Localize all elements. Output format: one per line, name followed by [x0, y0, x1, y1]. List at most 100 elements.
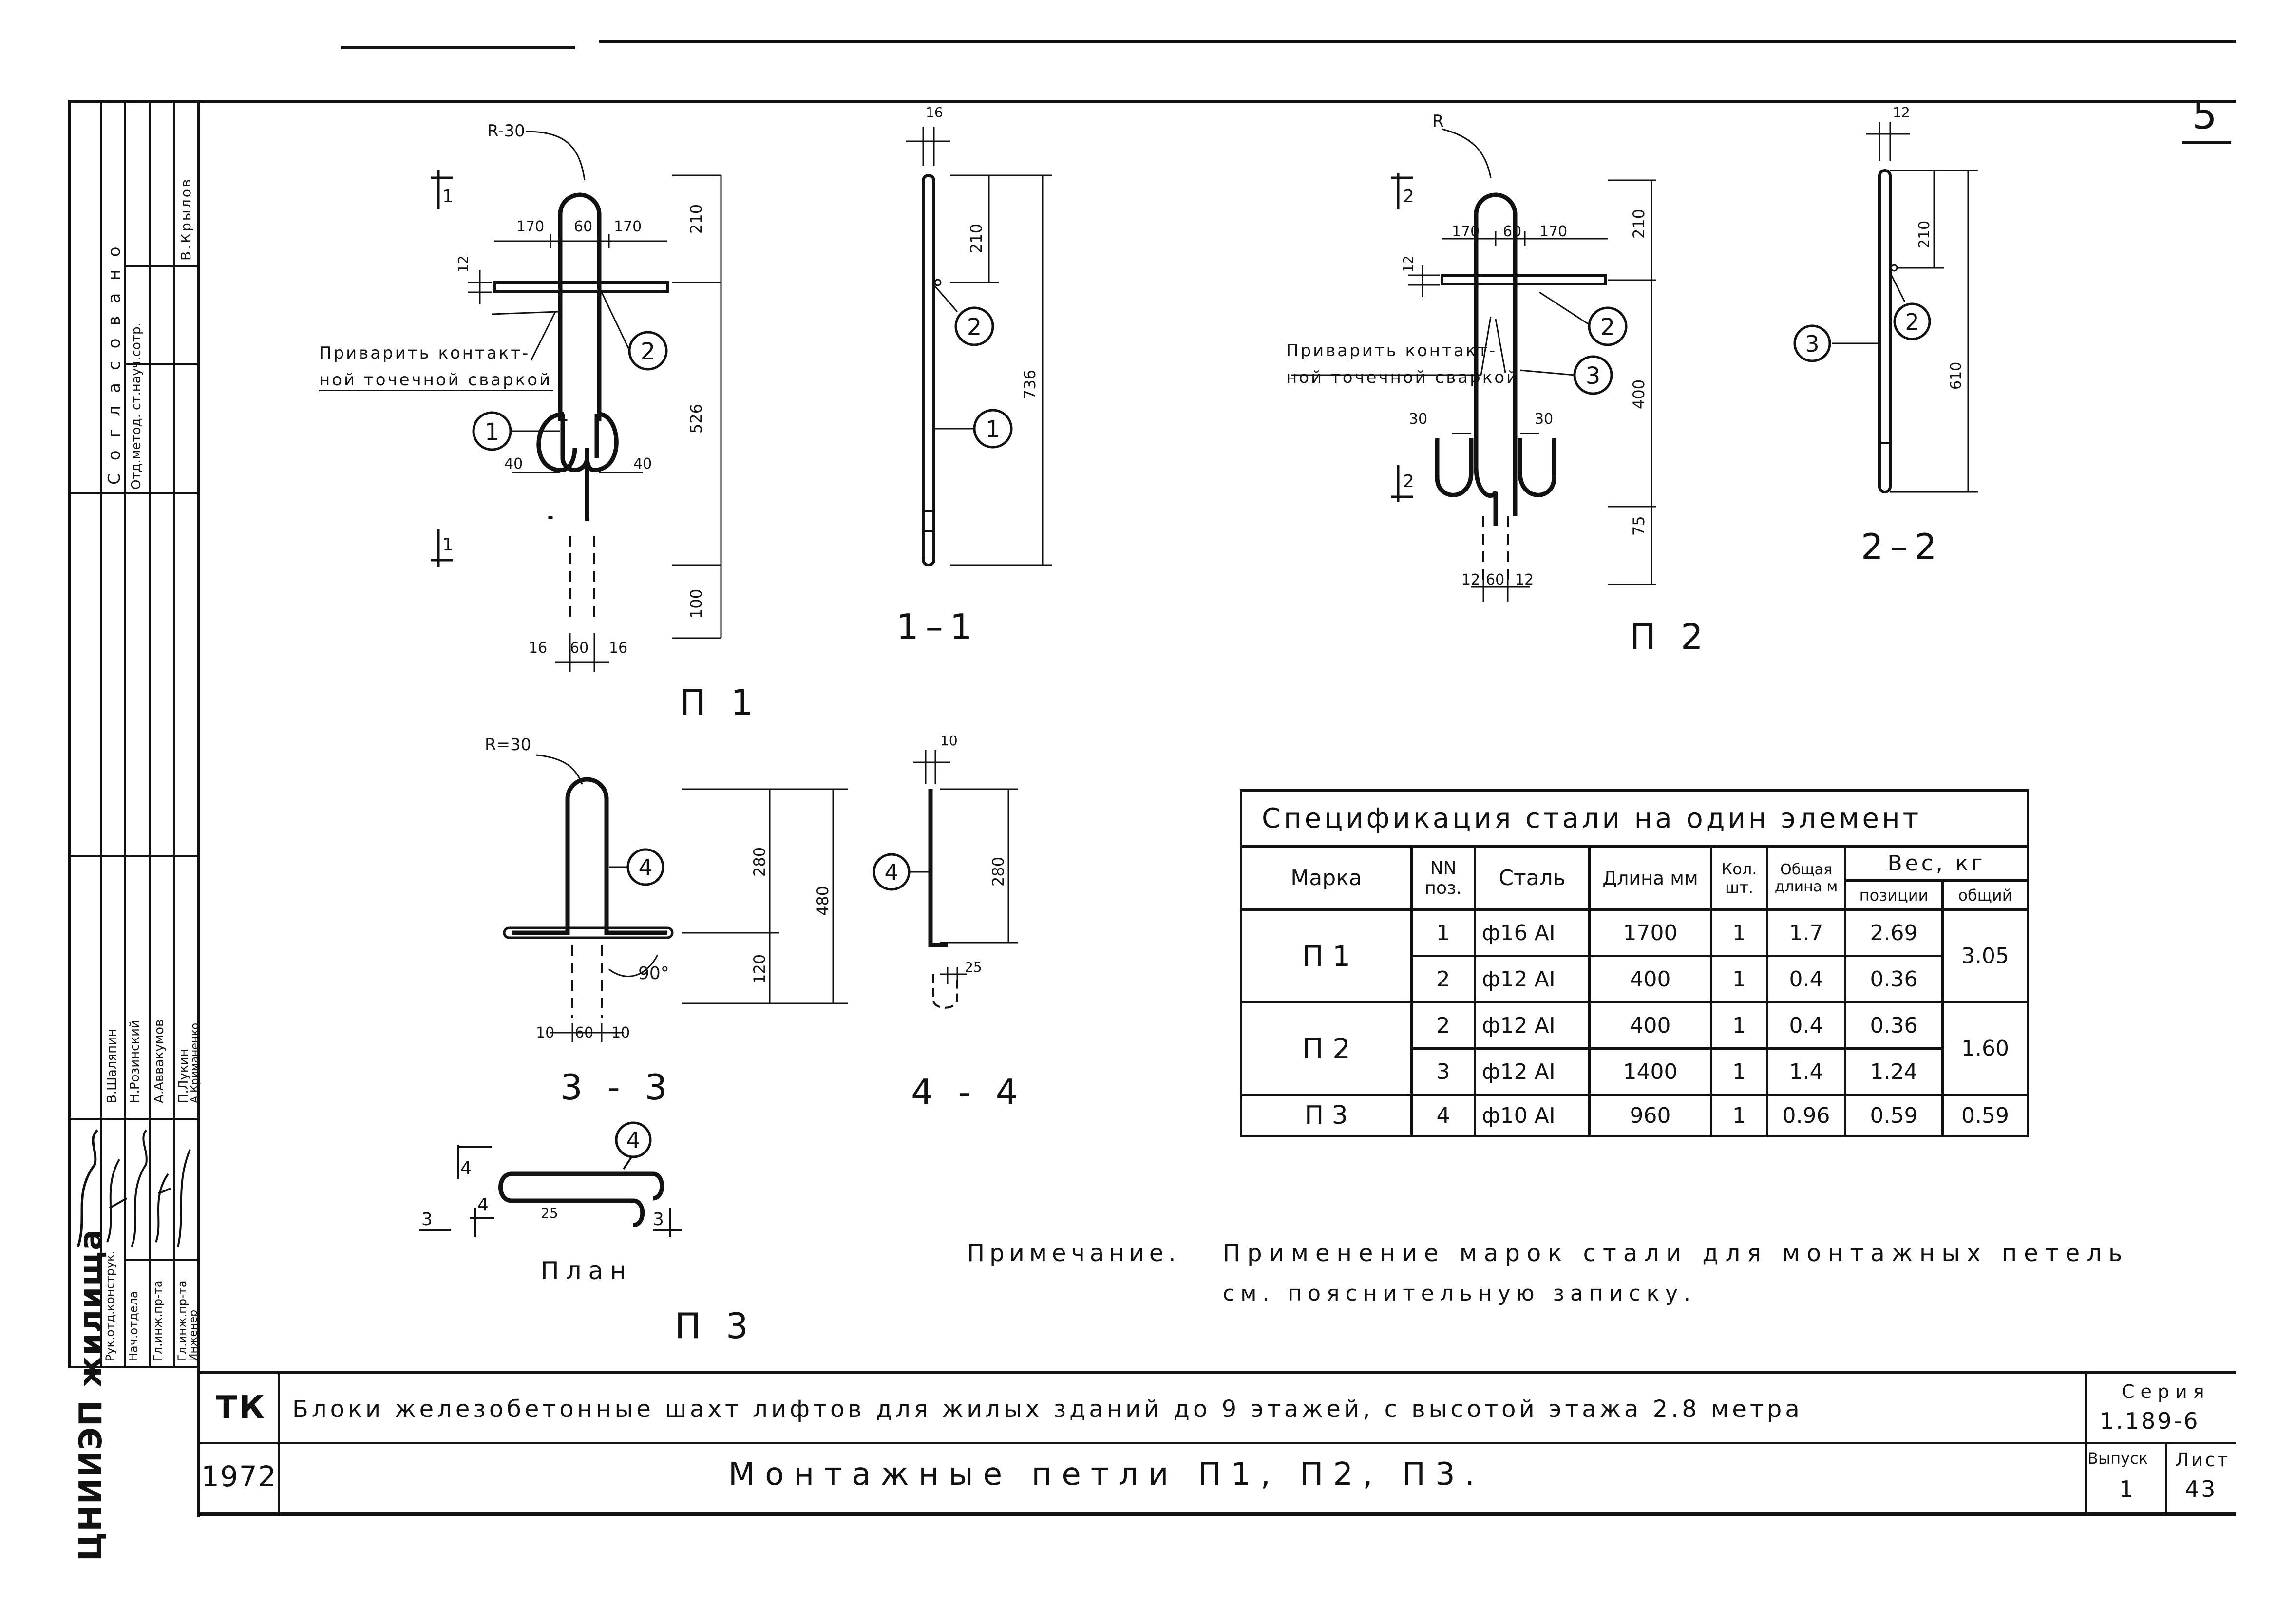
spec-header-total-length: Общая длина м: [1766, 845, 1846, 911]
series-label: Серия: [2122, 1381, 2210, 1402]
stamp-agreed-header: Согласовано: [105, 234, 124, 485]
p1-cut-mark-top: 1: [442, 187, 454, 207]
stamp-name-5: А.Криманенко: [189, 1022, 201, 1103]
svg-text:12: 12: [1515, 571, 1534, 588]
svg-text:16: 16: [529, 640, 547, 657]
svg-text:736: 736: [1021, 370, 1039, 399]
p1-weld-note-1: Приварить контакт-: [319, 343, 531, 363]
svg-text:210: 210: [967, 224, 986, 253]
svg-text:16: 16: [609, 640, 627, 657]
p2-pos-2: 2: [1600, 314, 1615, 341]
title-subtitle: Монтажные петли П1, П2, П3.: [728, 1456, 1485, 1492]
title-block: ТК 1972 Блоки железобетонные шахт лифтов…: [197, 1371, 2236, 1516]
figure-p3-elevation: 4 R=30 90° 280 480 120 10 60 10: [485, 735, 848, 1042]
svg-text:170: 170: [614, 218, 642, 235]
p1-hooks: [536, 412, 619, 521]
section-4-4: 4 10 280 25: [873, 733, 1018, 1009]
p2-cut-mark-bottom: 2: [1403, 472, 1414, 491]
table-row: П 2 2 ф12 AI 400 1 0.4 0.36 1.60: [1240, 1001, 2029, 1096]
stamp-name-2: Н.Розинский: [128, 1020, 142, 1103]
p1-pos-2: 2: [641, 338, 656, 365]
svg-text:60: 60: [574, 218, 592, 235]
p2-weld-note-1: Приварить контакт-: [1286, 341, 1498, 360]
section-4-4-label: 4 - 4: [911, 1072, 1025, 1113]
section-3-3-label: 3 - 3: [560, 1067, 674, 1108]
p3-loop-bar: [512, 777, 667, 935]
title-main: Блоки железобетонные шахт лифтов для жил…: [292, 1396, 1803, 1423]
p1-cut-mark-bottom: 1: [442, 535, 454, 555]
top-border-line-b: [599, 40, 2236, 43]
svg-text:30: 30: [1535, 411, 1553, 428]
note-label: Примечание.: [967, 1240, 1181, 1267]
section-1-1-pos-1: 1: [986, 416, 1001, 443]
table-row: П 1 1 ф16 AI 1700 1 1.7 2.69 3.05: [1240, 908, 2029, 1003]
table-row: 2 ф12 AI 400 1 0.4 0.36: [1241, 955, 2028, 1003]
p1-radius-label: R-30: [487, 121, 525, 141]
spec-header-qty: Кол. шт.: [1710, 845, 1768, 911]
spec-header-weight-pos: позиции: [1844, 879, 1944, 911]
svg-text:280: 280: [989, 857, 1007, 887]
section-1-1: 2 1 16 210 736: [906, 104, 1052, 566]
spec-header-weight: Вес, кг: [1844, 845, 2029, 882]
spec-header-weight-total: общий: [1941, 879, 2029, 911]
plan-cut-mark-3a: 3: [421, 1209, 433, 1229]
p2-radius-label: R: [1432, 112, 1444, 131]
p2-hooks: [1435, 438, 1556, 497]
svg-text:40: 40: [633, 455, 652, 472]
issue-label: Выпуск: [2087, 1449, 2148, 1468]
svg-text:16: 16: [926, 104, 943, 120]
svg-text:210: 210: [1916, 221, 1933, 248]
note-line-1: Применение марок стали для монтажных пет…: [1223, 1240, 2129, 1267]
spec-header-steel: Сталь: [1474, 845, 1591, 911]
svg-text:120: 120: [750, 954, 769, 984]
section-1-1-label: 1–1: [896, 606, 979, 647]
stamp-institute: ЦНИИЭП жилища: [73, 1228, 109, 1561]
p2-label: П 2: [1630, 616, 1710, 657]
svg-text:25: 25: [541, 1205, 558, 1221]
plan-label: План: [541, 1257, 633, 1285]
p1-pos-1: 1: [485, 418, 500, 446]
frame-top-line: [68, 100, 2236, 103]
svg-text:30: 30: [1409, 411, 1427, 428]
svg-text:60: 60: [1486, 571, 1504, 588]
plan-cut-mark-3b: 3: [653, 1209, 664, 1229]
svg-text:10: 10: [940, 733, 958, 749]
svg-text:10: 10: [536, 1024, 554, 1041]
p1-cross-bar: [493, 281, 669, 293]
sheet-number: 5: [2192, 93, 2220, 138]
stamp-signatures: [76, 1129, 191, 1247]
svg-text:40: 40: [504, 455, 523, 472]
side-stamp: Согласовано Отд.метод. ст.науч.сотр. В.К…: [68, 100, 201, 1561]
svg-text:12: 12: [1893, 104, 1910, 120]
spec-header-pos: NN поз.: [1410, 845, 1476, 911]
note-line-2: см. пояснительную записку.: [1223, 1281, 1697, 1306]
svg-text:60: 60: [1503, 223, 1521, 240]
p2-pos-3: 3: [1586, 362, 1601, 390]
svg-text:60: 60: [575, 1024, 593, 1041]
p3-pos-4: 4: [638, 854, 652, 881]
table-row: 3 ф12 AI 1400 1 1.4 1.24: [1241, 1047, 2028, 1096]
p2-weld-note-2: ной точечной сваркой: [1286, 368, 1519, 387]
section-2-2-pos-2: 2: [1905, 309, 1919, 335]
p3-angle-label: 90°: [638, 963, 669, 983]
svg-text:10: 10: [611, 1024, 630, 1041]
svg-text:170: 170: [1452, 223, 1480, 240]
p2-cut-mark-top: 2: [1403, 187, 1414, 207]
p1-loop-bar: [548, 192, 602, 519]
p1-label: П 1: [680, 682, 760, 723]
top-border-line-a: [341, 46, 575, 49]
svg-text:170: 170: [1539, 223, 1567, 240]
series-value: 1.189-6: [2100, 1408, 2200, 1434]
title-year: 1972: [201, 1460, 277, 1493]
svg-text:60: 60: [570, 640, 588, 657]
svg-text:75: 75: [1630, 516, 1648, 536]
svg-text:210: 210: [687, 204, 705, 234]
svg-text:12: 12: [1400, 255, 1416, 273]
sheet-label: Лист: [2175, 1449, 2230, 1471]
figure-p3-plan: 4 4 4 3 3 25: [419, 1121, 682, 1237]
spec-header-mark: Марка: [1240, 845, 1413, 911]
svg-text:170: 170: [516, 218, 544, 235]
figure-p1: 2 1 R-30 170 60 170 210 526 100 12 40 40…: [431, 121, 722, 672]
svg-text:25: 25: [965, 959, 982, 975]
plan-cut-mark-4a: 4: [460, 1158, 472, 1178]
